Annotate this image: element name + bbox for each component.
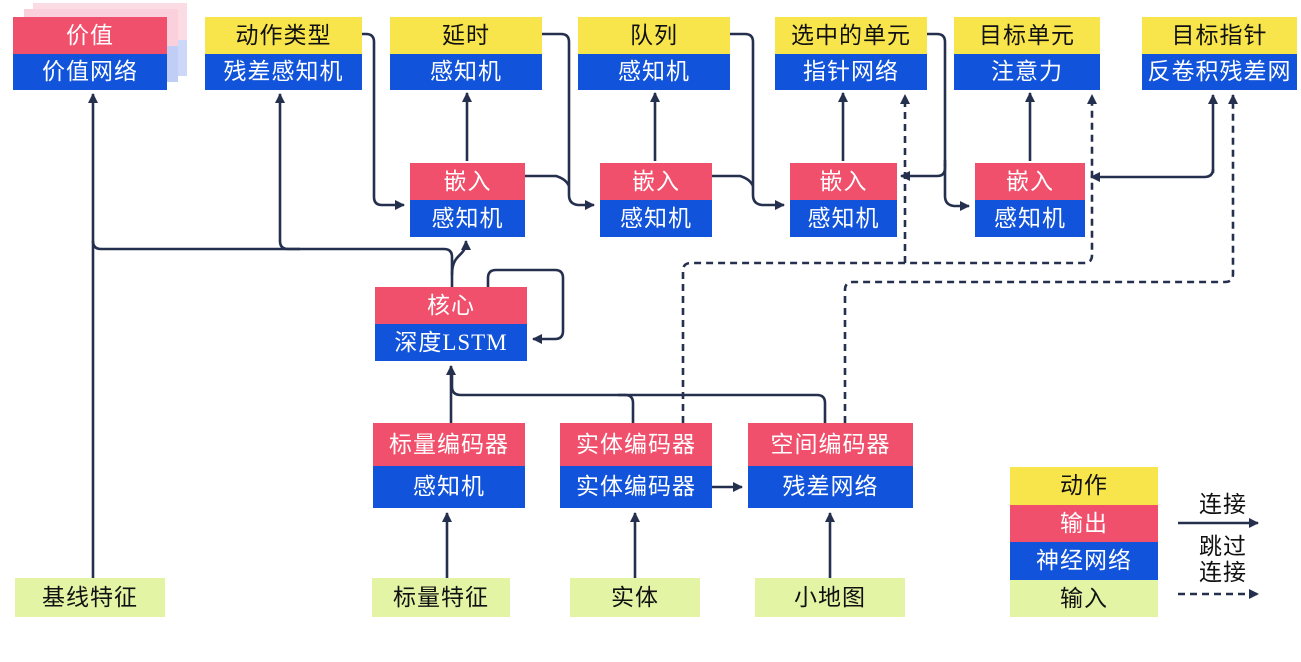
wire-embed1-merge <box>525 174 571 187</box>
node-embed-4-network: 感知机 <box>975 200 1085 237</box>
node-target-pointer-network: 反卷积残差网 <box>1142 53 1297 90</box>
legend-output: 输出 <box>1010 504 1158 542</box>
legend-neural-network: 神经网络 <box>1010 542 1158 580</box>
node-queue: 队列 感知机 <box>578 17 730 90</box>
node-target-unit-action: 目标单元 <box>954 17 1100 54</box>
node-delay-action: 延时 <box>390 17 542 54</box>
wire-lstm-self-loop <box>486 268 565 344</box>
node-delay: 延时 感知机 <box>390 17 542 90</box>
node-target-pointer-action: 目标指针 <box>1142 17 1297 54</box>
node-core: 核心 深度LSTM <box>375 287 527 361</box>
node-scalar-encoder-network: 感知机 <box>373 465 525 508</box>
wire-selected-units-to-embed4 <box>943 164 970 211</box>
node-core-network: 深度LSTM <box>375 324 527 361</box>
wire-embed2-merge <box>712 174 755 187</box>
node-value-network: 价值网络 <box>13 53 167 90</box>
wire-selected-units-down <box>927 32 947 166</box>
legend-connection-label: 连接 <box>1199 492 1247 517</box>
node-entities: 实体 <box>570 578 700 617</box>
legend-skip-line2: 连接 <box>1199 560 1247 585</box>
wire-action-type-to-embed1 <box>362 32 405 210</box>
node-queue-action: 队列 <box>578 17 730 54</box>
wire-core-output-bus <box>91 240 454 287</box>
wire-link-to-embed4 <box>1090 168 1215 182</box>
node-minimap-label: 小地图 <box>755 578 905 617</box>
wire-entity-skip <box>681 94 1097 423</box>
node-spatial-encoder-network: 残差网络 <box>748 465 913 508</box>
node-core-output: 核心 <box>375 287 527 324</box>
node-delay-network: 感知机 <box>390 53 542 90</box>
node-selected-units: 选中的单元 指针网络 <box>775 17 927 90</box>
legend-action: 动作 <box>1010 467 1158 505</box>
node-selected-units-network: 指针网络 <box>775 53 927 90</box>
wire-entity-encoder-stub <box>618 393 635 423</box>
node-action-type: 动作类型 残差感知机 <box>205 17 362 90</box>
node-entity-encoder-network: 实体编码器 <box>560 465 712 508</box>
node-embed-3: 嵌入 感知机 <box>790 163 897 237</box>
wire-selected-units-to-embed3 <box>900 160 947 181</box>
wire-queue-to-embed3 <box>730 32 785 210</box>
node-minimap: 小地图 <box>755 578 905 617</box>
node-action-type-network: 残差感知机 <box>205 53 362 90</box>
node-scalar-encoder-output: 标量编码器 <box>373 423 525 466</box>
node-scalar-encoder: 标量编码器 感知机 <box>373 423 525 508</box>
wire-bus-to-action-type <box>275 93 300 251</box>
legend-color-key: 动作 输出 神经网络 输入 <box>1010 467 1158 617</box>
node-selected-units-action: 选中的单元 <box>775 17 927 54</box>
node-scalar-features-label: 标量特征 <box>372 578 510 617</box>
node-value-output: 价值 <box>13 17 167 54</box>
legend-input: 输入 <box>1010 579 1158 617</box>
node-value: 价值 价值网络 <box>13 17 167 90</box>
node-scalar-features: 标量特征 <box>372 578 510 617</box>
node-target-pointer: 目标指针 反卷积残差网 <box>1142 17 1297 90</box>
node-entity-encoder-output: 实体编码器 <box>560 423 712 466</box>
node-embed-4-output: 嵌入 <box>975 163 1085 200</box>
node-embed-1: 嵌入 感知机 <box>410 163 525 237</box>
node-spatial-encoder: 空间编码器 残差网络 <box>748 423 913 508</box>
node-baseline-features-label: 基线特征 <box>15 578 165 617</box>
node-embed-2: 嵌入 感知机 <box>600 163 712 237</box>
node-spatial-encoder-output: 空间编码器 <box>748 423 913 466</box>
wire-encoder-bus <box>450 372 827 423</box>
node-embed-3-network: 感知机 <box>790 200 897 237</box>
node-embed-3-output: 嵌入 <box>790 163 897 200</box>
node-embed-1-network: 感知机 <box>410 200 525 237</box>
node-baseline-features: 基线特征 <box>15 578 165 617</box>
node-action-type-action: 动作类型 <box>205 17 362 54</box>
node-target-unit-network: 注意力 <box>954 53 1100 90</box>
node-target-unit: 目标单元 注意力 <box>954 17 1100 90</box>
node-embed-2-output: 嵌入 <box>600 163 712 200</box>
legend-skip-line1: 跳过 <box>1199 534 1247 559</box>
wire-delay-to-embed2 <box>542 32 595 210</box>
node-embed-1-output: 嵌入 <box>410 163 525 200</box>
node-queue-network: 感知机 <box>578 53 730 90</box>
node-embed-4: 嵌入 感知机 <box>975 163 1085 237</box>
node-entities-label: 实体 <box>570 578 700 617</box>
wire-spatial-skip <box>843 94 1238 423</box>
legend-skip-connection-label: 跳过 连接 <box>1178 534 1268 586</box>
node-entity-encoder: 实体编码器 实体编码器 <box>560 423 712 508</box>
node-embed-2-network: 感知机 <box>600 200 712 237</box>
wire-core-to-embed1 <box>450 240 471 276</box>
